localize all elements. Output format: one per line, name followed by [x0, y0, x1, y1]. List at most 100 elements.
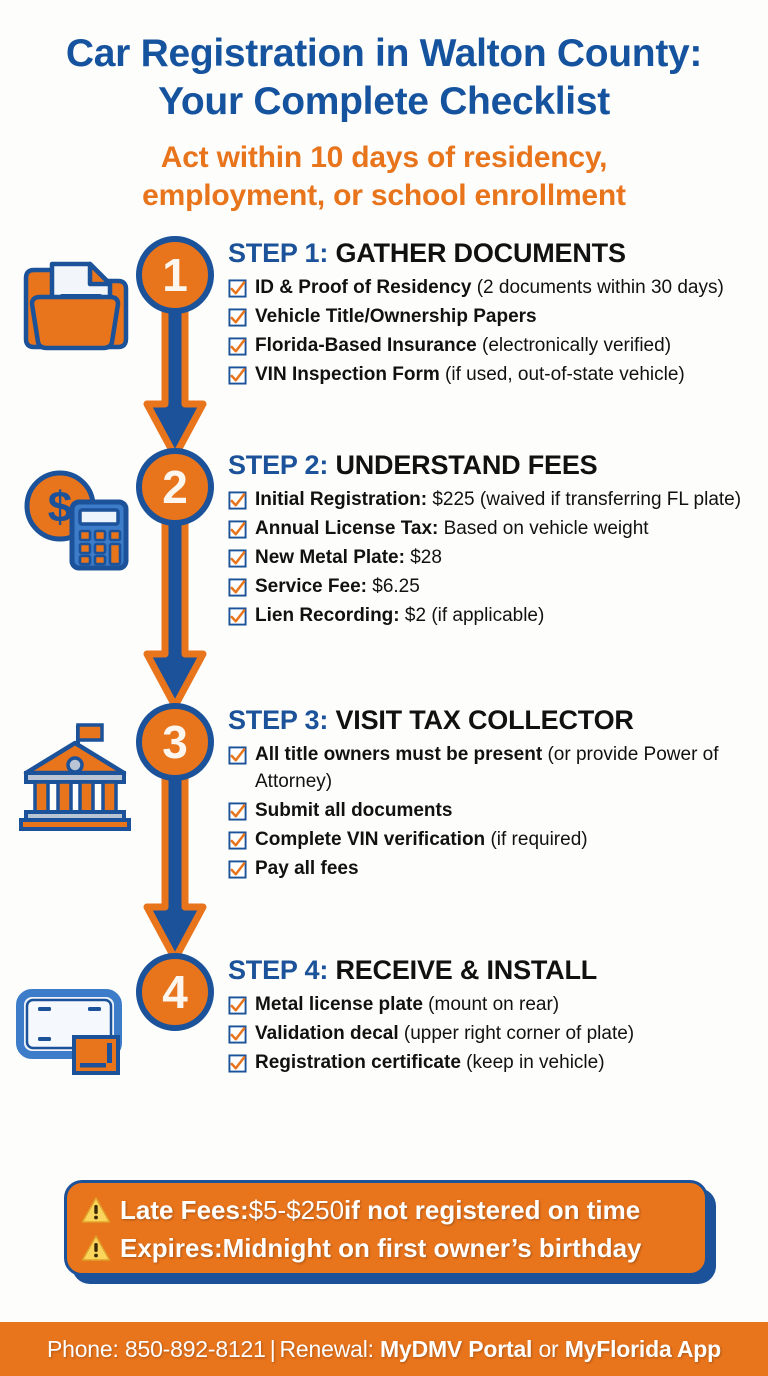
list-item: Validation decal (upper right corner of … [228, 1021, 754, 1048]
documents-folder-icon [16, 242, 134, 352]
checkbox-icon [228, 1054, 247, 1073]
step-1-heading: STEP 1: GATHER DOCUMENTS [228, 238, 754, 269]
warning-late-fees-bold: Late Fees: [120, 1195, 249, 1225]
step-1-connector-arrow [143, 300, 207, 462]
list-item-text: All title owners must be present (or pro… [255, 742, 754, 796]
step-4-items: Metal license plate (mount on rear) Vali… [228, 992, 754, 1077]
step-4-title: RECEIVE & INSTALL [335, 955, 598, 986]
subtitle-line-1: Act within 10 days of residency, [160, 141, 608, 175]
item-bold: Validation decal [255, 1023, 399, 1045]
step-1-title: GATHER DOCUMENTS [335, 238, 626, 269]
item-bold: Florida-Based Insurance [255, 335, 477, 357]
item-bold: Service Fee: [255, 576, 367, 598]
list-item-text: Metal license plate (mount on rear) [255, 992, 559, 1019]
item-bold: Annual License Tax: [255, 518, 439, 540]
step-2-number: 2 [136, 448, 214, 527]
step-1-label: STEP 1: [228, 238, 329, 269]
item-bold: New Metal Plate: [255, 547, 405, 569]
warning-late-fees-amount: $5-$250 [248, 1195, 345, 1225]
checkbox-icon [228, 520, 247, 539]
license-plate-icon [12, 979, 130, 1089]
footer-mydmv-portal-link[interactable]: MyDMV Portal [380, 1335, 533, 1362]
checkbox-icon [228, 366, 247, 385]
item-bold: Complete VIN verification [255, 829, 486, 851]
list-item-text: Submit all documents [255, 798, 452, 825]
checkbox-icon [228, 831, 247, 850]
list-item: Lien Recording: $2 (if applicable) [228, 603, 754, 630]
step-4-label: STEP 4: [228, 955, 329, 986]
list-item: Service Fee: $6.25 [228, 574, 754, 601]
step-3-items: All title owners must be present (or pro… [228, 742, 754, 883]
header: Car Registration in Walton County: Your … [0, 0, 768, 214]
item-bold: Pay all fees [255, 858, 359, 880]
list-item-text: Pay all fees [255, 856, 359, 883]
step-4-body: STEP 4: RECEIVE & INSTALL Metal license … [228, 953, 768, 1079]
list-item-text: Complete VIN verification (if required) [255, 827, 588, 854]
item-bold: VIN Inspection Form [255, 364, 440, 386]
item-bold: Vehicle Title/Ownership Papers [255, 306, 537, 328]
item-normal: (electronically verified) [476, 335, 672, 357]
list-item-text: Lien Recording: $2 (if applicable) [255, 603, 544, 630]
page-subtitle: Act within 10 days of residency, employm… [26, 139, 742, 214]
warning-box-body: Late Fees: $5-$250 if not registered on … [64, 1180, 708, 1276]
step-2-label: STEP 2: [228, 450, 329, 481]
item-bold: Registration certificate [255, 1052, 461, 1074]
item-normal: $2 (if applicable) [399, 605, 545, 627]
footer-bar: Phone: 850-892-8121|Renewal: MyDMV Porta… [0, 1322, 768, 1376]
item-bold: Submit all documents [255, 800, 453, 822]
checkbox-icon [228, 1025, 247, 1044]
list-item-text: Registration certificate (keep in vehicl… [255, 1050, 605, 1077]
list-item: Metal license plate (mount on rear) [228, 992, 754, 1019]
checkbox-icon [228, 578, 247, 597]
list-item: Submit all documents [228, 798, 754, 825]
subtitle-line-2: employment, or school enrollment [142, 178, 626, 212]
step-2-connector-arrow [143, 512, 207, 712]
step-3-heading: STEP 3: VISIT TAX COLLECTOR [228, 705, 754, 736]
footer-phone-label: Phone: [46, 1335, 119, 1362]
page-title: Car Registration in Walton County: Your … [26, 30, 742, 125]
warning-line-late-fees: Late Fees: $5-$250 if not registered on … [81, 1191, 705, 1229]
list-item: All title owners must be present (or pro… [228, 742, 754, 796]
checkbox-icon [228, 860, 247, 879]
step-1-body: STEP 1: GATHER DOCUMENTS ID & Proof of R… [228, 236, 768, 391]
warning-box: Late Fees: $5-$250 if not registered on … [64, 1180, 716, 1284]
item-normal: $28 [404, 547, 442, 569]
list-item-text: Initial Registration: $225 (waived if tr… [255, 487, 741, 514]
item-normal: (mount on rear) [422, 994, 560, 1016]
step-3-title: VISIT TAX COLLECTOR [335, 705, 634, 736]
checkbox-icon [228, 337, 247, 356]
government-building-icon [16, 721, 134, 832]
step-3-number: 3 [136, 703, 214, 782]
item-normal: (2 documents within 30 days) [471, 277, 724, 299]
list-item-text: Validation decal (upper right corner of … [255, 1021, 634, 1048]
step-3-body: STEP 3: VISIT TAX COLLECTOR All title ow… [228, 703, 768, 885]
checkbox-icon [228, 279, 247, 298]
list-item-text: Annual License Tax: Based on vehicle wei… [255, 516, 649, 543]
checkbox-icon [228, 607, 247, 626]
step-3-connector-arrow [143, 767, 207, 965]
item-normal: Based on vehicle weight [438, 518, 649, 540]
list-item: Initial Registration: $225 (waived if tr… [228, 487, 754, 514]
list-item-text: Service Fee: $6.25 [255, 574, 420, 601]
step-4-heading: STEP 4: RECEIVE & INSTALL [228, 955, 754, 986]
footer-myflorida-app-link[interactable]: MyFlorida App [564, 1335, 721, 1362]
list-item-text: VIN Inspection Form (if used, out-of-sta… [255, 362, 685, 389]
svg-text:$: $ [48, 483, 72, 532]
step-2: $ [0, 448, 768, 710]
warning-expires-rest: Midnight on first owner’s birthday [222, 1233, 642, 1263]
checkbox-icon [228, 308, 247, 327]
checkbox-icon [228, 549, 247, 568]
list-item: ID & Proof of Residency (2 documents wit… [228, 275, 754, 302]
checkbox-icon [228, 746, 247, 765]
list-item: Pay all fees [228, 856, 754, 883]
warning-triangle-icon [81, 1234, 111, 1262]
footer-phone-number[interactable]: 850-892-8121 [124, 1335, 266, 1362]
step-1-items: ID & Proof of Residency (2 documents wit… [228, 275, 754, 389]
list-item-text: New Metal Plate: $28 [255, 545, 442, 572]
list-item-text: ID & Proof of Residency (2 documents wit… [255, 275, 724, 302]
step-4-number: 4 [136, 953, 214, 1032]
step-2-body: STEP 2: UNDERSTAND FEES Initial Registra… [228, 448, 768, 632]
warning-expires-bold: Expires: [120, 1233, 223, 1263]
item-normal: (upper right corner of plate) [398, 1023, 635, 1045]
